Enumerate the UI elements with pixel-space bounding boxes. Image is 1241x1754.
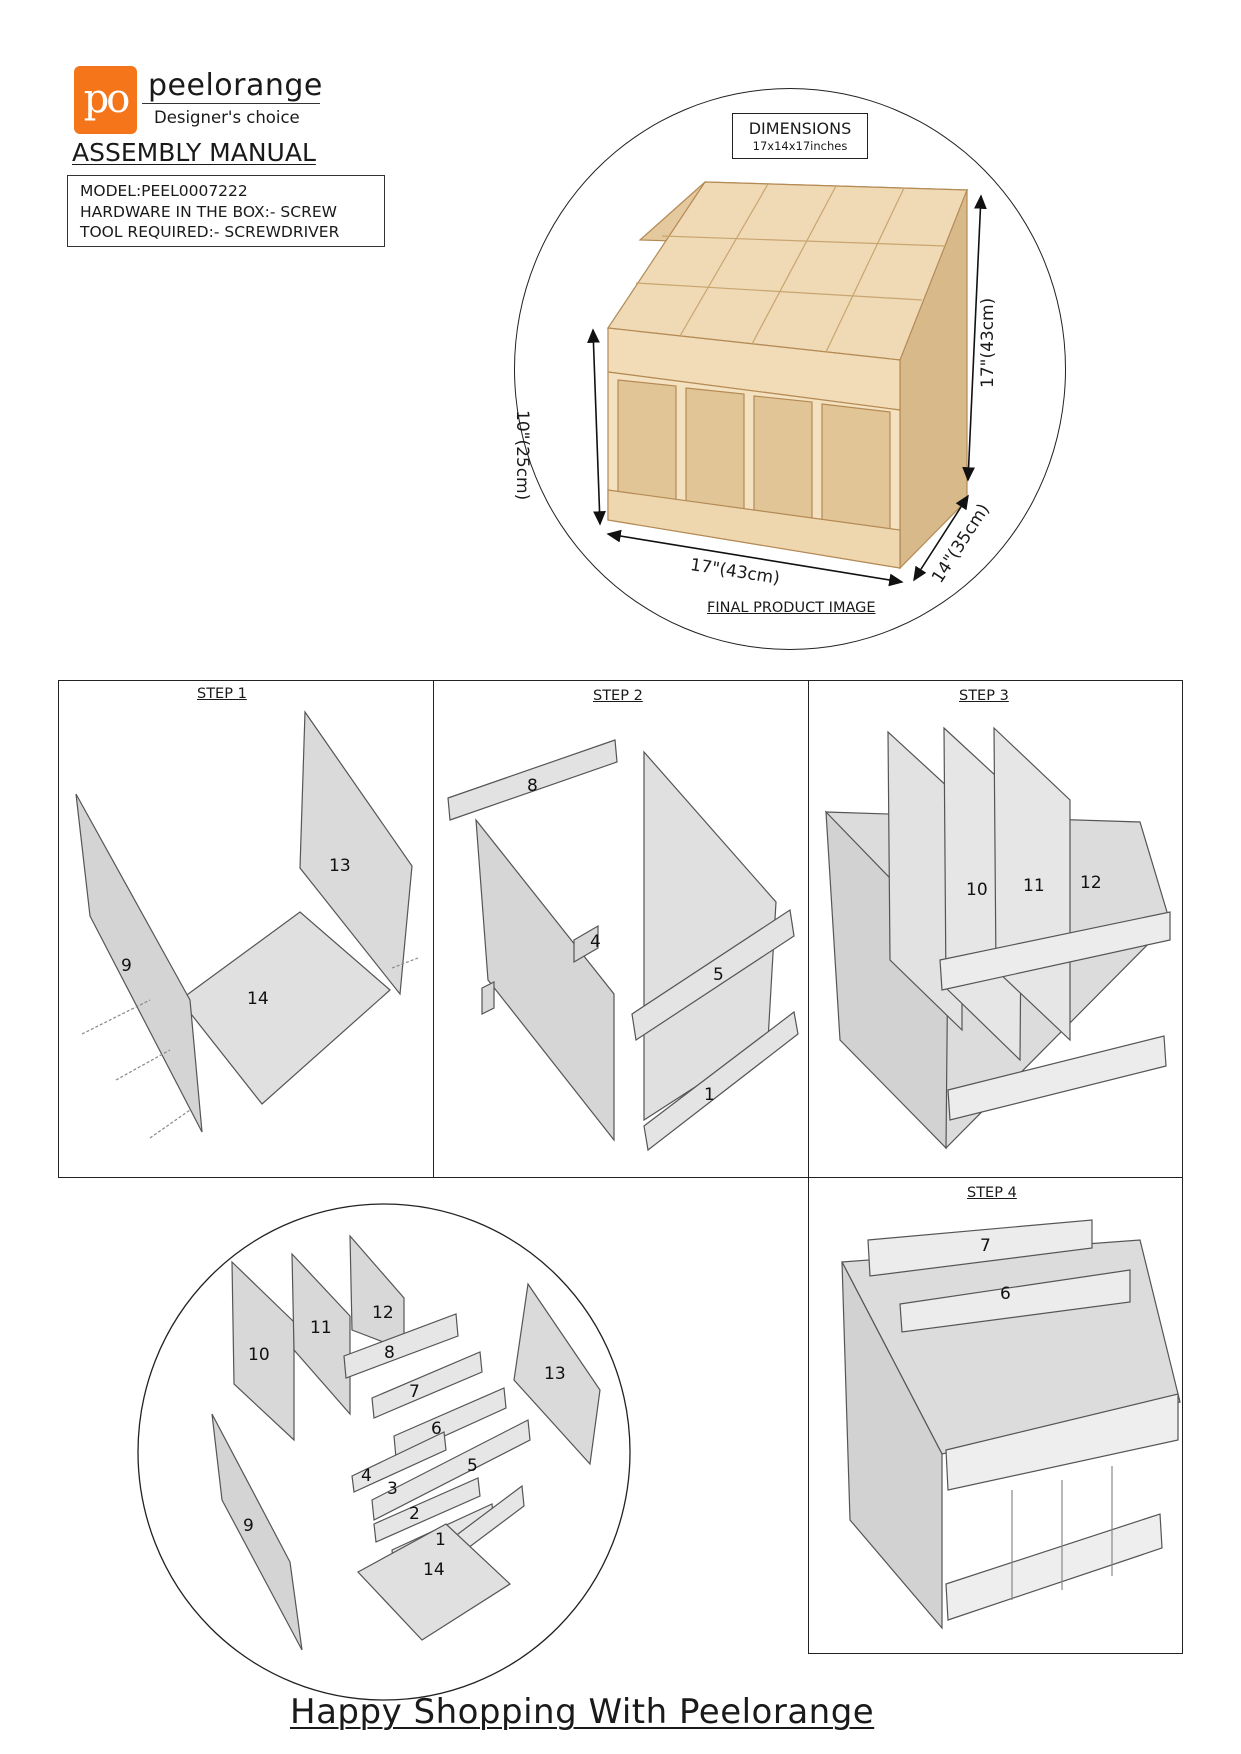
step4-part-6: 6 [1000,1284,1011,1304]
manual-title: ASSEMBLY MANUAL [72,138,316,167]
overview-part-14: 14 [423,1560,445,1580]
step2-part-1: 1 [704,1085,715,1105]
step-2-title: STEP 2 [593,688,643,704]
grid-top-line [58,680,1183,681]
brand-logo: po [74,66,137,134]
model-line: MODEL:PEEL0007222 [80,182,248,200]
step1-part-9: 9 [121,956,132,976]
overview-part-3: 3 [387,1479,398,1499]
grid-divider-2 [808,680,809,1654]
dimensions-title: DIMENSIONS [748,119,852,138]
product-info-box: MODEL:PEEL0007222 HARDWARE IN THE BOX:- … [67,175,385,247]
overview-part-13: 13 [544,1364,566,1384]
step3-part-10: 10 [966,880,988,900]
step2-part-4: 4 [590,932,601,952]
brand-tagline: Designer's choice [154,108,300,127]
overview-part-7: 7 [409,1382,420,1402]
grid-middle-line [58,1177,1183,1178]
step3-part-12: 12 [1080,873,1102,893]
hardware-line: HARDWARE IN THE BOX:- SCREW [80,202,337,221]
dimensions-box: DIMENSIONS 17x14x17inches [732,113,868,159]
overview-part-5: 5 [467,1456,478,1476]
grid-bottom-line [808,1653,1183,1654]
step3-part-11: 11 [1023,876,1045,896]
brand-underline [142,103,320,104]
step-3-title: STEP 3 [959,688,1009,704]
step1-part-14: 14 [247,989,269,1009]
grid-left-line [58,680,59,1178]
step-3-diagram [825,726,1171,1150]
brand-name: peelorange [148,68,323,103]
grid-divider-1 [433,680,434,1178]
step4-part-7: 7 [980,1236,991,1256]
dimensions-value: 17x14x17inches [752,139,848,153]
tool-line: TOOL REQUIRED:- SCREWDRIVER [80,223,340,241]
overview-part-6: 6 [431,1419,442,1439]
footer-message: Happy Shopping With Peelorange [290,1692,875,1732]
final-product-caption: FINAL PRODUCT IMAGE [707,600,876,616]
overview-part-8: 8 [384,1343,395,1363]
step-4-diagram [841,1219,1181,1630]
step1-part-13: 13 [329,856,351,876]
overview-part-4: 4 [361,1466,372,1486]
step-2-diagram [447,739,799,1152]
step2-part-8: 8 [527,776,538,796]
overview-part-11: 11 [310,1318,332,1338]
step-1-title: STEP 1 [197,686,247,702]
step-1-diagram [75,710,419,1139]
grid-right-line [1182,680,1183,1654]
overview-part-9: 9 [243,1516,254,1536]
step2-part-5: 5 [713,965,724,985]
part-number-labels: 9 13 14 8 4 5 1 10 11 12 7 6 10 11 12 8 … [121,776,1102,1580]
step-4-title: STEP 4 [967,1185,1017,1201]
final-product-circle [514,88,1066,650]
overview-part-10: 10 [248,1345,270,1365]
overview-part-2: 2 [409,1504,420,1524]
parts-overview-diagram [137,1203,631,1701]
overview-part-1: 1 [435,1530,446,1550]
overview-part-12: 12 [372,1303,394,1323]
